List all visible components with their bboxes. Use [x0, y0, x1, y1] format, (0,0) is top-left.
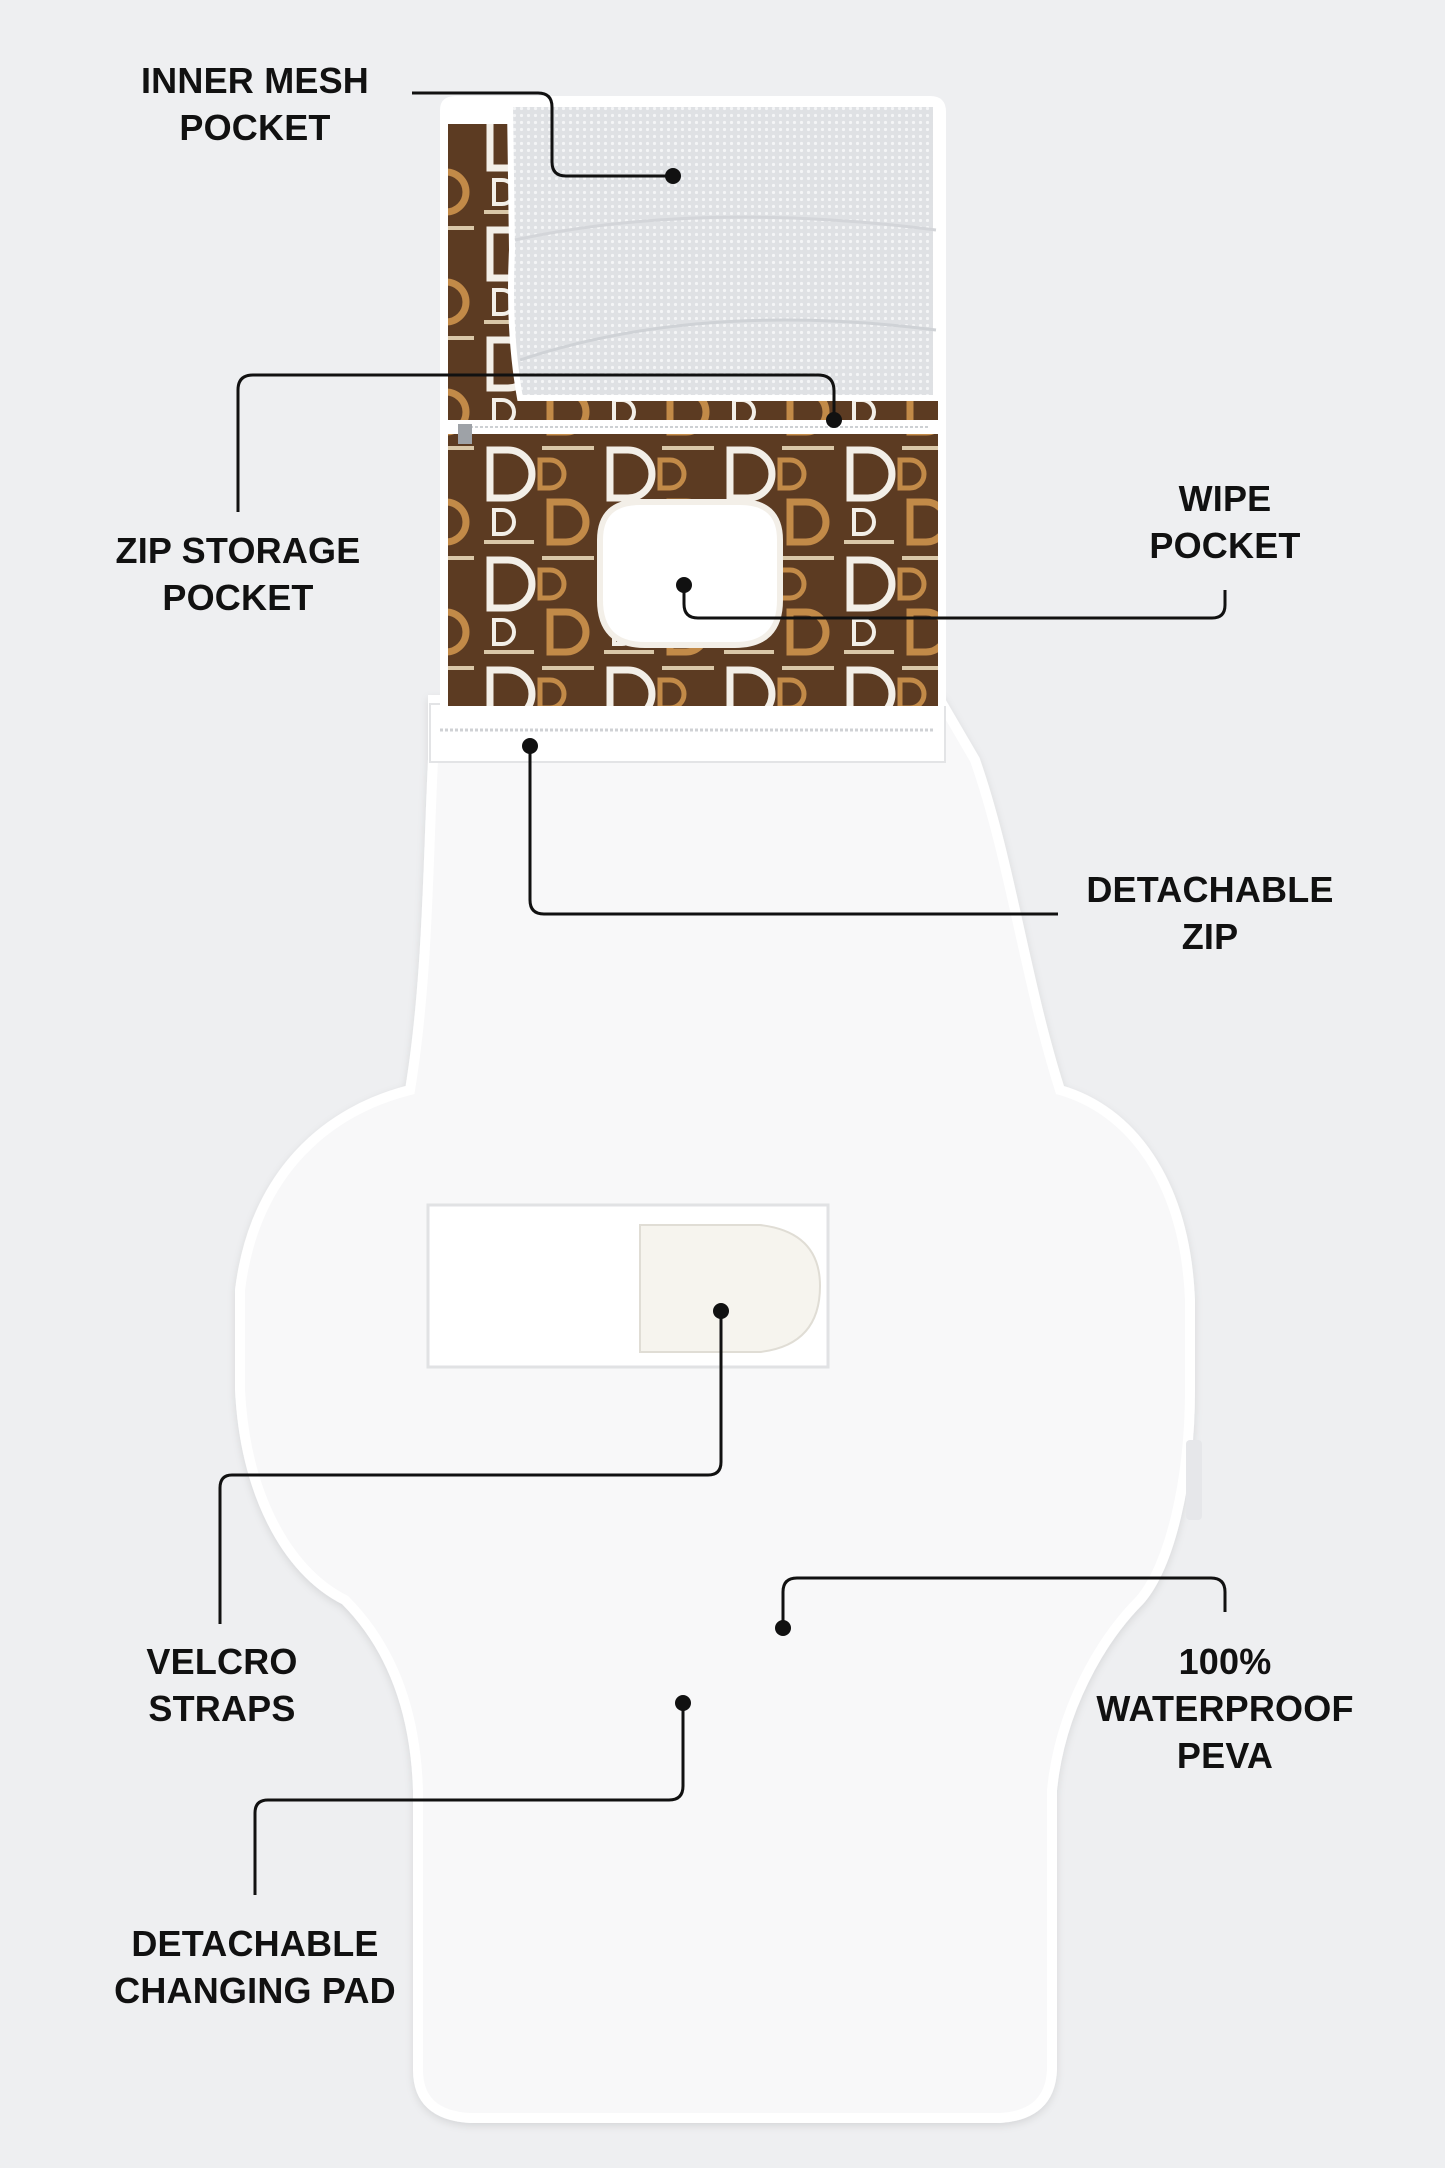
callout-line: POCKET [1149, 525, 1301, 566]
leader-wipe [682, 585, 1227, 620]
callout-line: POCKET [162, 577, 314, 618]
leader-detachable-zip [528, 746, 1058, 916]
leader-velcro [218, 1311, 723, 1624]
changing-pad-body [235, 695, 1195, 2123]
inner-mesh-pocket [506, 101, 939, 401]
leader-lines [218, 91, 1227, 1895]
leader-peva [781, 1576, 1227, 1628]
velcro-flap [639, 1224, 822, 1353]
callout-line: STRAPS [148, 1688, 296, 1729]
wipe-pocket-opening [597, 499, 783, 648]
callout-line: INNER MESH [140, 60, 370, 101]
dot-icon [676, 577, 692, 593]
callout-line: ZIP STORAGE [115, 530, 361, 571]
callout-velcro-straps: VELCRO STRAPS [110, 1638, 334, 1732]
dot-icon [826, 412, 842, 428]
dot-icon [713, 1303, 729, 1319]
leader-inner-mesh [412, 91, 673, 178]
dot-icon [675, 1695, 691, 1711]
callout-line: 100% [1178, 1641, 1272, 1682]
leader-zip-storage [236, 373, 836, 512]
callout-detachable-zip: DETACHABLE ZIP [1060, 866, 1360, 960]
callout-line: POCKET [179, 107, 331, 148]
leader-changing-pad [253, 1703, 685, 1895]
callout-waterproof-peva: 100% WATERPROOF PEVA [1070, 1638, 1380, 1779]
callout-line: DETACHABLE [131, 1923, 379, 1964]
mesh-fold [514, 215, 937, 242]
callout-wipe-pocket: WIPE POCKET [1110, 475, 1340, 569]
callout-inner-mesh-pocket: INNER MESH POCKET [115, 57, 395, 151]
callout-line: CHANGING PAD [114, 1970, 396, 2011]
zip-band [429, 703, 946, 763]
dot-icon [665, 168, 681, 184]
callout-line: DETACHABLE [1086, 869, 1334, 910]
callout-zip-storage-pocket: ZIP STORAGE POCKET [90, 527, 386, 621]
callout-line: PEVA [1176, 1735, 1274, 1776]
callout-detachable-changing-pad: DETACHABLE CHANGING PAD [90, 1920, 420, 2014]
dot-icon [522, 738, 538, 754]
zipper-pull-icon [458, 424, 472, 444]
callout-line: WATERPROOF [1096, 1688, 1354, 1729]
callout-line: ZIP [1181, 916, 1239, 957]
leader-dots [522, 168, 842, 1711]
side-tab [1186, 1440, 1202, 1520]
dot-icon [775, 1620, 791, 1636]
callout-line: WIPE [1178, 478, 1272, 519]
callout-line: VELCRO [146, 1641, 298, 1682]
mesh-fold [519, 318, 937, 362]
